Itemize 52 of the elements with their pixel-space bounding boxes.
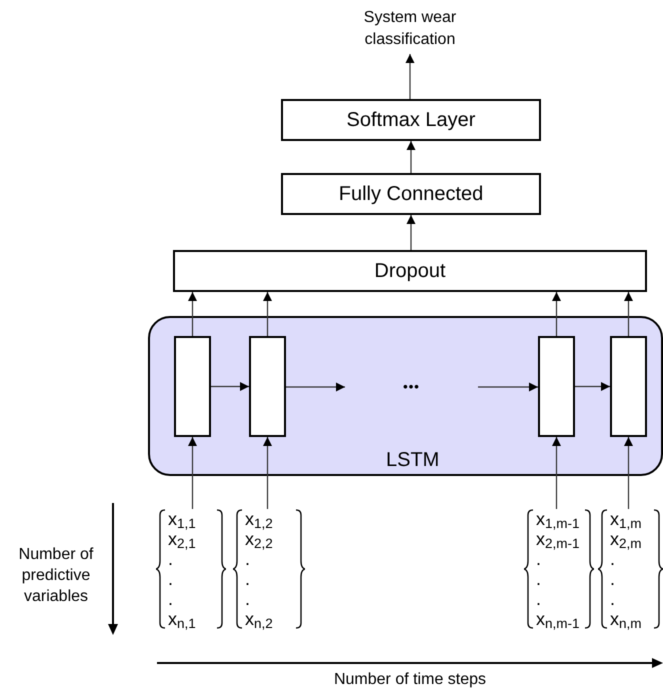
layer-box: Dropout (173, 250, 647, 292)
lstm-cell (249, 336, 286, 437)
lstm-cell (538, 336, 575, 437)
vector-entry: . (610, 569, 616, 589)
ellipsis: ••• (403, 378, 420, 396)
vector-entry: . (168, 589, 174, 609)
arrow (478, 382, 538, 392)
vector-entry: . (536, 549, 542, 569)
axis-label: Number of time steps (332, 670, 488, 690)
vector-entry: x$_{2,m-1}$ (536, 529, 580, 549)
vector-entry: x$_{2,1}$ (168, 529, 196, 549)
arrow (188, 437, 197, 509)
arrow (406, 215, 416, 250)
vector-entry: x$_{1,2}$ (245, 509, 273, 529)
arrow (575, 382, 610, 391)
vector-entry: . (168, 569, 174, 589)
vector-entry: . (245, 569, 250, 589)
vector-entry: x$_{n,m}$ (610, 609, 642, 629)
lstm-panel (148, 316, 663, 476)
vector-entry: . (536, 569, 542, 589)
arrow (624, 437, 633, 509)
vector-entry: . (245, 549, 250, 569)
arrow (211, 382, 249, 391)
arrow (263, 292, 272, 336)
vector-entry: x$_{1,m-1}$ (536, 509, 580, 529)
arrow (286, 382, 345, 392)
layer-box: Softmax Layer (281, 99, 541, 141)
layer-box: Fully Connected (281, 173, 541, 215)
arrow (406, 54, 414, 99)
output-label: System wear classification (362, 8, 458, 50)
arrow (406, 141, 416, 173)
vector-entry: x$_{n,1}$ (168, 609, 196, 629)
arrow (624, 292, 633, 336)
vector-entry: x$_{n,2}$ (245, 609, 273, 629)
axis-label: Number of predictive variables (18, 545, 94, 607)
vector-entry: x$_{2,2}$ (245, 529, 273, 549)
vector-entry: . (245, 589, 250, 609)
lstm-cell (174, 336, 211, 437)
arrow (263, 437, 272, 509)
vector-entry: . (168, 549, 174, 569)
arrow (188, 292, 197, 336)
vector-entry: x$_{1,m}$ (610, 509, 642, 529)
lstm-cell (610, 336, 647, 437)
vector-entry: x$_{1,1}$ (168, 509, 196, 529)
vector-entry: . (610, 549, 616, 569)
vector-entry: . (610, 589, 616, 609)
arrow (552, 292, 561, 336)
vector-entry: x$_{n,m-1}$ (536, 609, 580, 629)
group-title: LSTM (386, 448, 440, 472)
vector-entry: x$_{2,m}$ (610, 529, 642, 549)
arrow (552, 437, 561, 509)
vector-entry: . (536, 589, 542, 609)
